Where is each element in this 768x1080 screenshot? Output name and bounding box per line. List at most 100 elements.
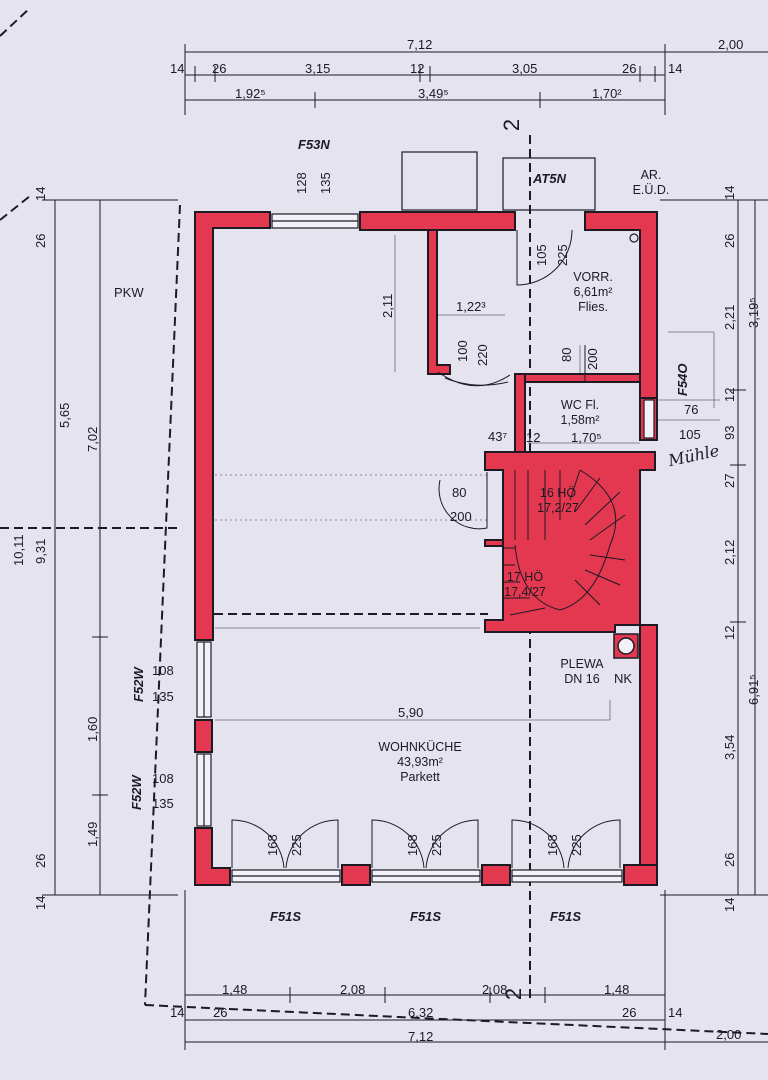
wall-corner-se xyxy=(623,864,658,886)
dim-left-1011: 10,11 xyxy=(11,534,26,566)
dim-int-225b: 225 xyxy=(289,834,304,856)
dim-int-225c: 225 xyxy=(429,834,444,856)
dim-left-931: 9,31 xyxy=(33,538,48,564)
room-vorr-area: 6,61m² xyxy=(573,285,613,299)
dim-bot-14b: 14 xyxy=(668,1005,683,1020)
room-vorr-name: VORR. xyxy=(573,270,613,284)
window-code-f54o: F54O xyxy=(675,363,690,396)
ar-line1: AR. xyxy=(640,168,662,182)
dim-int-135a: 135 xyxy=(318,172,333,194)
room-wohn-area: 43,93m² xyxy=(397,755,443,769)
dim-right-12b: 12 xyxy=(722,625,737,640)
dimension-lines xyxy=(42,44,768,1050)
room-wohn-floor: Parkett xyxy=(400,770,440,784)
section-marker-bottom: 2 xyxy=(501,987,527,1001)
dim-right-221: 2,21 xyxy=(722,304,737,330)
chimney-symbol xyxy=(613,633,639,659)
dim-bot-right-ext: 2,00 xyxy=(716,1027,742,1042)
dim-int-100: 100 xyxy=(455,340,470,362)
stair-lower-l2: 17,4/27 xyxy=(504,585,546,599)
dim-right-212: 2,12 xyxy=(722,539,737,565)
stair-label-upper: 16 HÖ 17,2/27 xyxy=(528,486,588,516)
room-wc-name: WC Fl. xyxy=(560,398,600,412)
window-code-f51s-c: F51S xyxy=(550,909,582,924)
stair-upper-l2: 17,2/27 xyxy=(537,501,579,515)
dim-bot-26a: 26 xyxy=(213,1005,228,1020)
dim-left-14b: 14 xyxy=(33,895,48,910)
dim-int-108a: 108 xyxy=(152,663,174,678)
dim-left-702: 7,02 xyxy=(85,426,100,452)
corner-mark xyxy=(629,233,639,243)
dim-top-14b: 14 xyxy=(668,61,683,76)
site-lines xyxy=(0,7,768,1035)
dim-int-105b: 105 xyxy=(679,427,701,442)
plewa-label: PLEWA DN 16 xyxy=(550,657,614,687)
dim-right-14a: 14 xyxy=(722,185,737,200)
window-code-f51s-a: F51S xyxy=(270,909,302,924)
wall-wc-corridor xyxy=(514,373,641,383)
dim-int-200a: 200 xyxy=(585,348,600,370)
windows xyxy=(196,151,655,883)
dim-left-160: 1,60 xyxy=(85,716,100,742)
wall-wc-left xyxy=(514,373,526,453)
room-wc: WC Fl. 1,58m² xyxy=(540,398,620,428)
door-swings xyxy=(231,229,621,869)
dim-bot-148b: 1,48 xyxy=(604,982,630,997)
dim-bot-208a: 2,08 xyxy=(340,982,366,997)
dim-int-128: 128 xyxy=(294,172,309,194)
dim-int-220: 220 xyxy=(475,344,490,366)
dim-right-354: 3,54 xyxy=(722,734,737,760)
dim-top-305: 3,05 xyxy=(512,61,538,76)
dim-top-315: 3,15 xyxy=(305,61,331,76)
dim-int-225d: 225 xyxy=(569,834,584,856)
wall-corner-sw xyxy=(194,827,231,886)
dim-int-168b: 168 xyxy=(405,834,420,856)
dim-left-26a: 26 xyxy=(33,233,48,248)
dim-int-76: 76 xyxy=(684,402,699,417)
room-wc-area: 1,58m² xyxy=(560,413,600,427)
dim-top-14a: 14 xyxy=(170,61,185,76)
dim-int-200b: 200 xyxy=(450,509,472,524)
room-wohnkueche: WOHNKÜCHE 43,93m² Parkett xyxy=(360,740,480,785)
room-vorr: VORR. 6,61m² Flies. xyxy=(548,270,638,315)
dim-int-80a: 80 xyxy=(559,347,574,362)
room-vorr-floor: Flies. xyxy=(578,300,608,314)
wall-stair-box xyxy=(484,451,656,633)
dim-top-1702: 1,70² xyxy=(592,86,622,101)
dim-bot-208b: 2,08 xyxy=(482,982,508,997)
wall-hall-partition xyxy=(427,229,451,375)
dim-int-1223: 1,22³ xyxy=(456,299,486,314)
staircase xyxy=(502,469,626,620)
plewa-name: PLEWA xyxy=(560,657,604,671)
dim-right-6915: 6,91⁵ xyxy=(746,674,761,705)
wall-pier-s2 xyxy=(481,864,511,886)
dim-int-105a: 105 xyxy=(534,244,549,266)
room-wohn-name: WOHNKÜCHE xyxy=(378,740,462,754)
dim-int-168a: 168 xyxy=(265,834,280,856)
dim-int-1705: 1,70⁵ xyxy=(571,430,602,445)
plewa-size: DN 16 xyxy=(564,672,600,686)
dim-right-27: 27 xyxy=(722,473,737,488)
dim-int-12: 12 xyxy=(526,430,541,445)
ar-label: AR. E.Ü.D. xyxy=(628,168,674,198)
dim-left-26b: 26 xyxy=(33,853,48,868)
section-marker-top: 2 xyxy=(499,118,525,132)
dim-bot-632: 6,32 xyxy=(408,1005,434,1020)
dim-int-135c: 135 xyxy=(152,796,174,811)
guidelines xyxy=(215,235,720,721)
window-code-f52w-a: F52W xyxy=(131,667,146,702)
dim-left-565: 5,65 xyxy=(57,402,72,428)
dim-bot-overall: 7,12 xyxy=(408,1029,434,1044)
dim-top-1925: 1,92⁵ xyxy=(235,86,266,101)
dim-top-26a: 26 xyxy=(212,61,227,76)
dim-bot-14a: 14 xyxy=(170,1005,185,1020)
dim-top-26b: 26 xyxy=(622,61,637,76)
dim-top-right-ext: 2,00 xyxy=(718,37,744,52)
wall-stair-cap xyxy=(484,539,504,547)
window-code-f51s-b: F51S xyxy=(410,909,442,924)
stair-upper-l1: 16 HÖ xyxy=(539,486,577,500)
ar-line2: E.Ü.D. xyxy=(632,183,670,197)
dim-top-3495: 3,49⁵ xyxy=(418,86,449,101)
stair-lower-l1: 17 HÖ xyxy=(506,570,544,584)
